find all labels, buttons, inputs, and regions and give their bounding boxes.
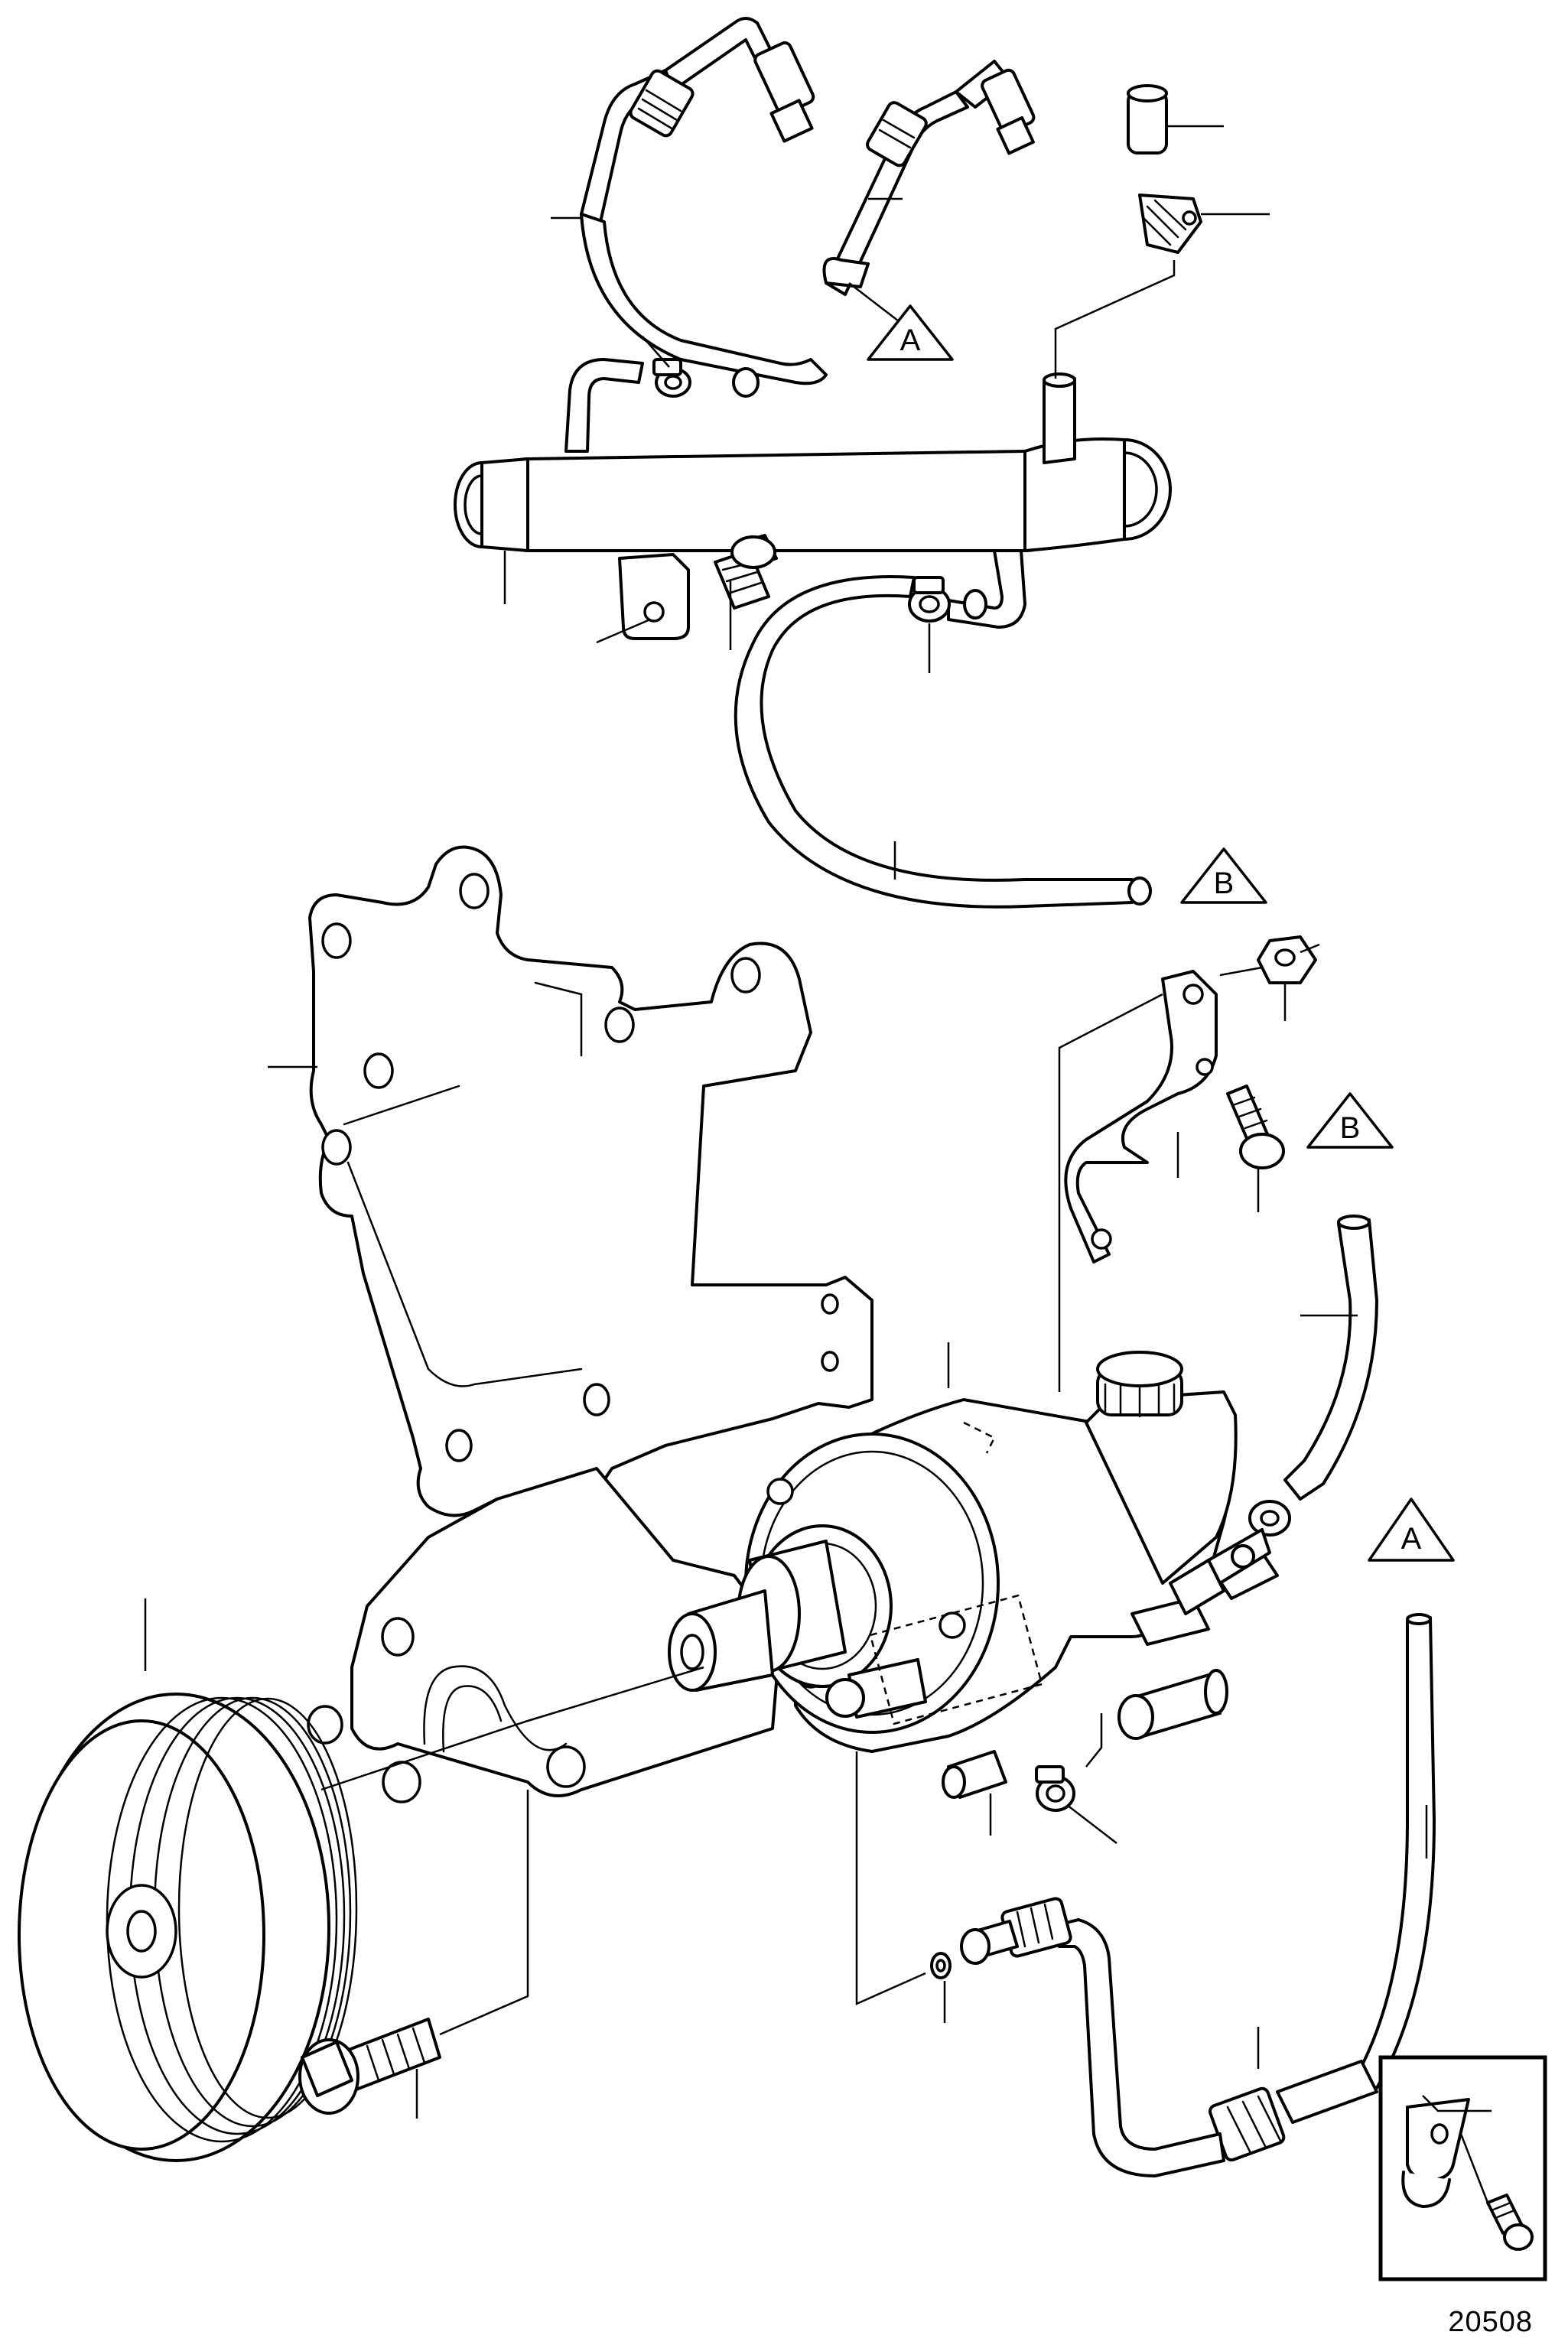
- marker-upper-a-label: A: [900, 324, 921, 357]
- banjo-bolt: [1119, 1670, 1227, 1738]
- vent-cap: [1128, 86, 1166, 153]
- bracket-bolt: [1228, 1086, 1283, 1168]
- union-nut-left: [629, 69, 695, 138]
- callout-leader-lines: [145, 126, 1426, 2119]
- manifold-bolt: [715, 535, 776, 608]
- upper-pipe-assembly: [455, 18, 1201, 907]
- pulley-bolt: [300, 2019, 440, 2113]
- marker-lower-b-label: B: [1340, 1111, 1361, 1145]
- marker-lower-a-label: A: [1401, 1522, 1422, 1556]
- bracket-nut: [1258, 937, 1316, 983]
- inset-clip: [1403, 2099, 1469, 2207]
- drive-pulley: [19, 1694, 356, 2161]
- hose-clamp-upper: [654, 359, 758, 396]
- pressure-hose: [932, 1615, 1434, 2176]
- pressure-pipe-union: [961, 1898, 1072, 1963]
- fitting-left-end: [753, 41, 815, 141]
- reservoir-cap: [1098, 1352, 1182, 1416]
- inset-bolt: [1488, 2195, 1532, 2249]
- pump-mounting-bracket: [310, 847, 872, 1516]
- marker-upper-a: A: [868, 306, 952, 359]
- marker-upper-b-label: B: [1214, 867, 1235, 900]
- figure-number: 20508: [1448, 2306, 1533, 2338]
- inset-detail: [1381, 2057, 1545, 2279]
- pipe-sleeve: [943, 1751, 1006, 1797]
- marker-lower-b: B: [1308, 1094, 1392, 1147]
- vent-fitting: [1140, 195, 1201, 252]
- lower-hose-bracket: [1065, 971, 1216, 1262]
- fitting-right-end: [981, 68, 1036, 153]
- manifold-tube: [455, 359, 1170, 551]
- marker-upper-b: B: [1182, 849, 1266, 902]
- return-hose: [736, 551, 1150, 907]
- hose-clamp-lower: [1036, 1767, 1074, 1810]
- marker-lower-a: A: [1369, 1499, 1453, 1560]
- power-steering-pump: [669, 1352, 1277, 1751]
- pressure-hose-fitting: [1209, 2061, 1377, 2161]
- union-nut-right: [865, 100, 929, 167]
- supply-hose: [1170, 1216, 1377, 1614]
- manifold-bracket: [620, 554, 688, 639]
